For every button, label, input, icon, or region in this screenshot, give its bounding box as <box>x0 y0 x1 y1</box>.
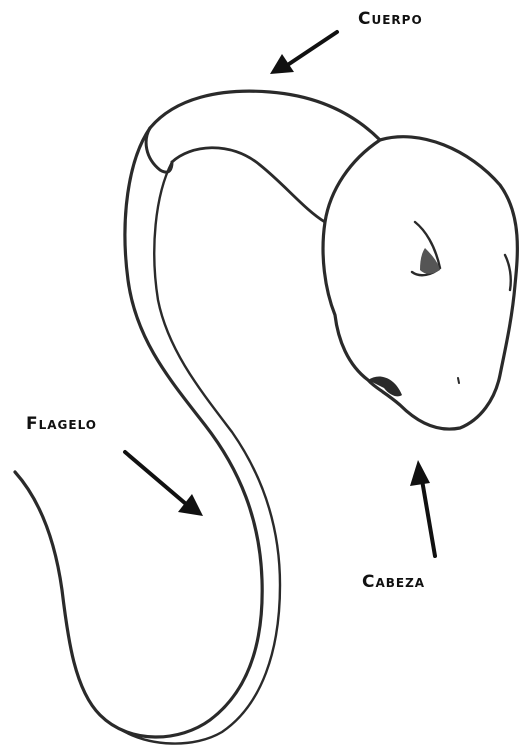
label-cabeza: Cabeza <box>362 574 425 591</box>
arrow-cabeza <box>410 460 435 556</box>
body-top-outline <box>150 91 380 140</box>
body-bottom-outline <box>172 148 325 222</box>
head-dot <box>458 378 459 383</box>
arrow-flagelo <box>125 452 203 516</box>
label-flagelo: Flagelo <box>26 416 97 433</box>
label-cuerpo: Cuerpo <box>358 11 423 28</box>
flagellum-inner-outline <box>118 162 280 744</box>
arrow-cuerpo <box>270 32 337 74</box>
body-shoulder-outline <box>146 128 172 172</box>
head-outline <box>323 137 517 429</box>
